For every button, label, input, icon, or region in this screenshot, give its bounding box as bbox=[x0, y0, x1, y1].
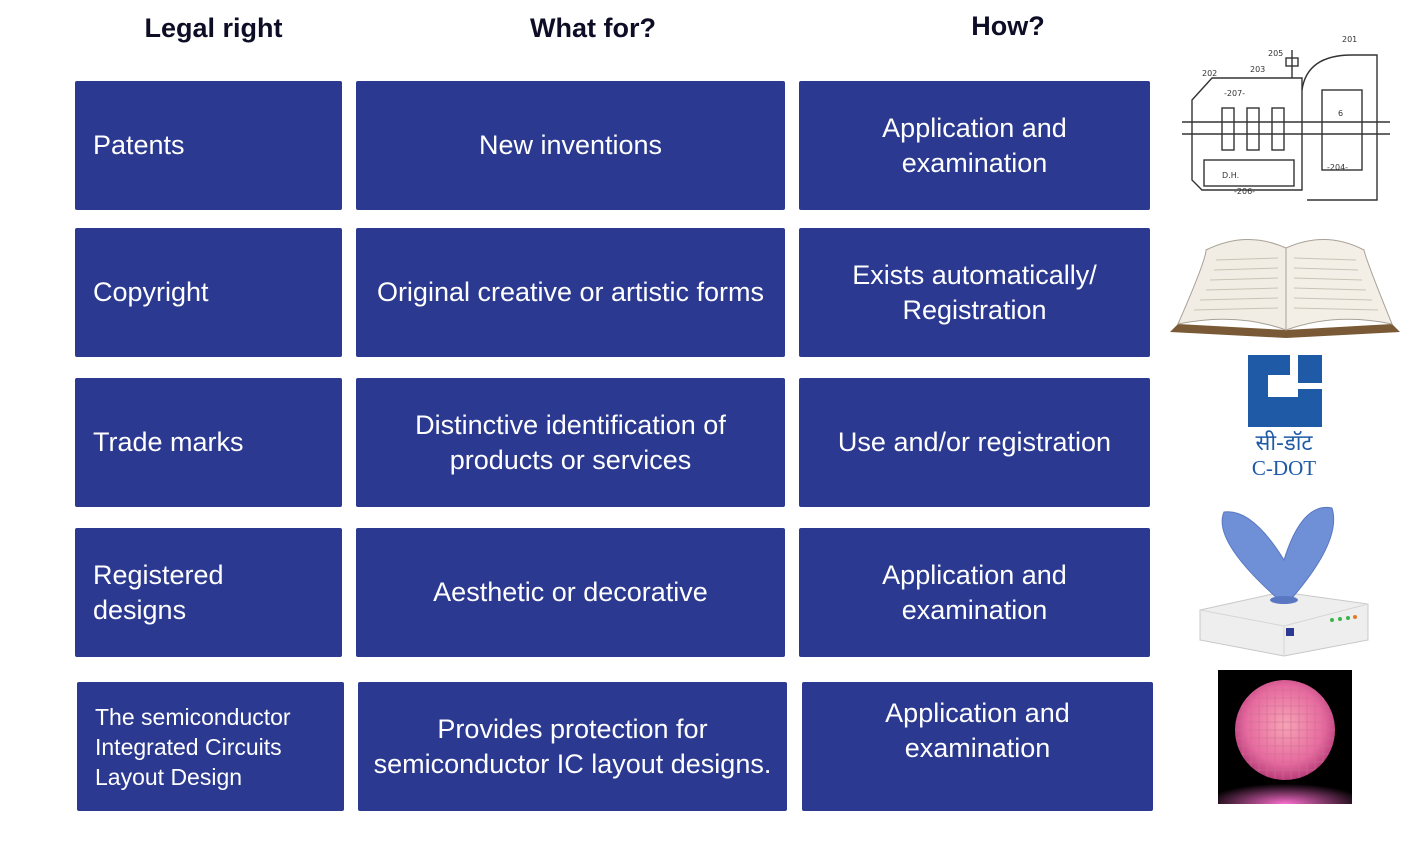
cell-right-patents: Patents bbox=[75, 81, 342, 210]
cdot-logo-english: C-DOT bbox=[1251, 456, 1317, 480]
cell-how-trade-marks: Use and/or registration bbox=[799, 378, 1150, 507]
router-device-image bbox=[1192, 500, 1374, 658]
cell-right-trade-marks: Trade marks bbox=[75, 378, 342, 507]
open-book-image bbox=[1170, 239, 1400, 338]
patent-label-202: 202 bbox=[1202, 69, 1217, 78]
patent-label-206: -206- bbox=[1234, 187, 1255, 196]
patent-label-204: -204- bbox=[1327, 163, 1348, 172]
patent-drawing-image: 201 202 203 205 -207- -204- -206- 6 D.H. bbox=[1182, 30, 1390, 212]
header-how: How? bbox=[971, 11, 1045, 41]
cell-what-registered-designs: Aesthetic or decorative bbox=[356, 528, 785, 657]
cell-right-copyright: Copyright bbox=[75, 228, 342, 357]
patent-label-205: 205 bbox=[1268, 49, 1283, 58]
silicon-wafer-image bbox=[1218, 670, 1352, 804]
cdot-logo-hindi: सी-डॉट bbox=[1255, 431, 1313, 456]
cdot-logo-mark bbox=[1248, 355, 1322, 427]
cell-what-semiconductor-layout: Provides protection for semiconductor IC… bbox=[358, 682, 787, 811]
cell-how-patents: Application and examination bbox=[799, 81, 1150, 210]
header-what-for: What for? bbox=[530, 13, 656, 43]
cell-right-registered-designs: Registered designs bbox=[75, 528, 342, 657]
patent-label-dh: D.H. bbox=[1222, 171, 1239, 180]
cell-what-trade-marks: Distinctive identification of products o… bbox=[356, 378, 785, 507]
cell-how-copyright: Exists automatically/ Registration bbox=[799, 228, 1150, 357]
patent-label-201: 201 bbox=[1342, 35, 1357, 44]
header-legal-right: Legal right bbox=[144, 13, 283, 43]
cell-how-registered-designs: Application and examination bbox=[799, 528, 1150, 657]
patent-label-6: 6 bbox=[1338, 109, 1343, 118]
cell-what-copyright: Original creative or artistic forms bbox=[356, 228, 785, 357]
cell-how-semiconductor-layout: Application and examination bbox=[802, 682, 1153, 811]
patent-label-203: 203 bbox=[1250, 65, 1265, 74]
patent-label-207: -207- bbox=[1224, 89, 1245, 98]
cell-what-patents: New inventions bbox=[356, 81, 785, 210]
cell-right-semiconductor-layout: The semiconductor Integrated Circuits La… bbox=[77, 682, 344, 811]
cdot-logo: सी-डॉट C-DOT bbox=[1238, 355, 1330, 487]
